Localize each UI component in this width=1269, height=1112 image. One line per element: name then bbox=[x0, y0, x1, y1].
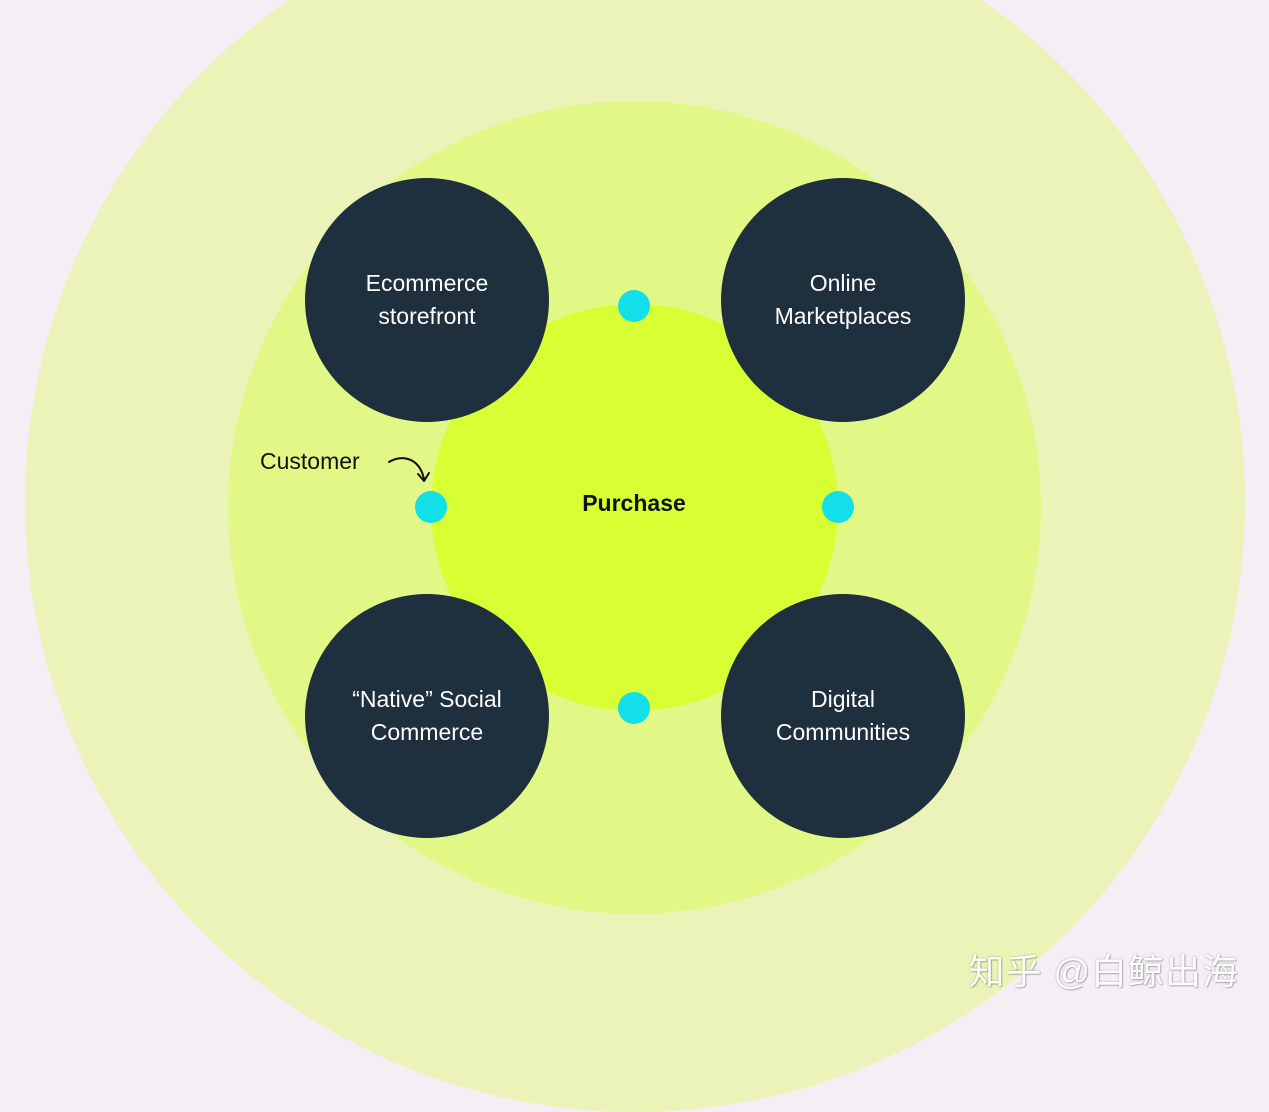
channel-label-line2: Marketplaces bbox=[774, 303, 912, 329]
connector-dot-top bbox=[618, 290, 650, 322]
customer-label: Customer bbox=[260, 448, 360, 474]
channel-label-line2: Communities bbox=[775, 719, 911, 745]
curved-arrow-icon bbox=[388, 457, 430, 482]
channel-online-marketplaces: Online Marketplaces bbox=[721, 178, 965, 422]
connector-dot-right bbox=[822, 491, 854, 523]
channel-digital-communities: Digital Communities bbox=[721, 594, 965, 838]
channel-label-line2: storefront bbox=[378, 303, 476, 329]
channel-label-line1: “Native” Social bbox=[352, 686, 502, 712]
channel-label-line1: Digital bbox=[811, 686, 875, 712]
channel-label-line1: Ecommerce bbox=[365, 270, 489, 296]
connector-dot-bottom bbox=[618, 692, 650, 724]
channel-native-social-commerce: “Native” Social Commerce bbox=[305, 594, 549, 838]
watermark: 知乎 @白鲸出海 bbox=[968, 951, 1239, 992]
connector-dot-left bbox=[415, 491, 447, 523]
channel-ecommerce-storefront: Ecommerce storefront bbox=[305, 178, 549, 422]
channel-label-line1: Online bbox=[809, 270, 877, 296]
purchase-label: Purchase bbox=[582, 490, 686, 516]
channel-label-line2: Commerce bbox=[370, 719, 484, 745]
